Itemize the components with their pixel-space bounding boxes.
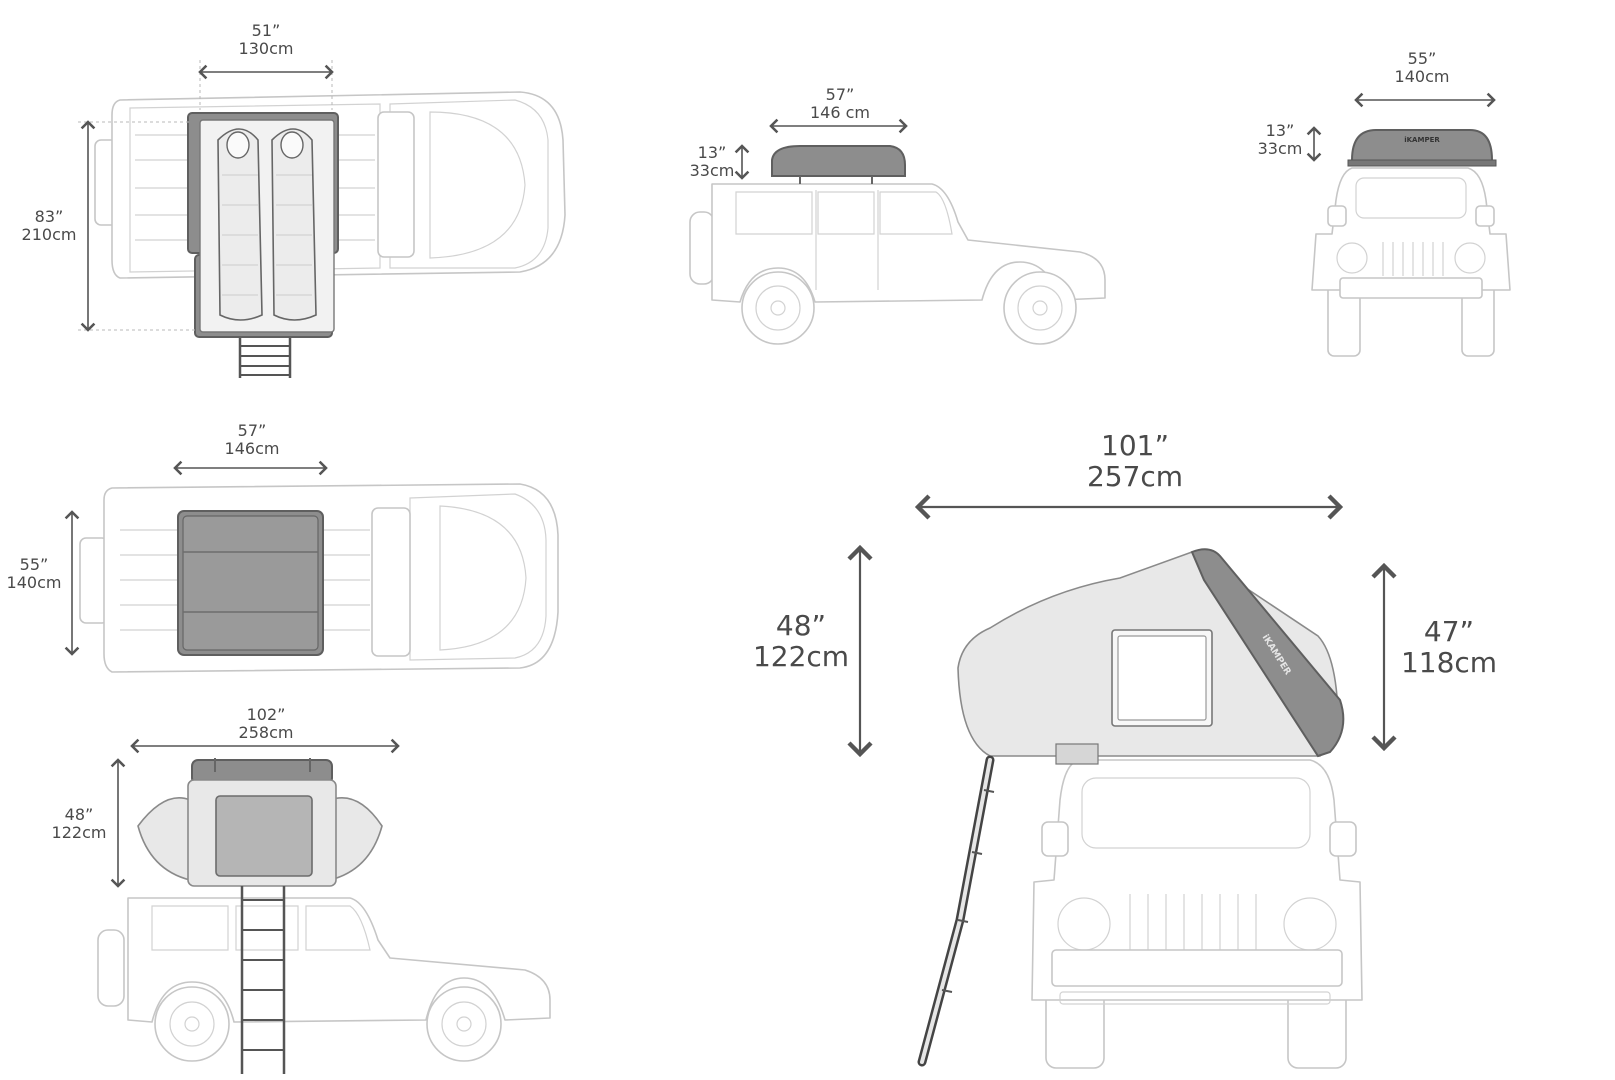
- ladder-top: [238, 338, 292, 378]
- dim-label-front-closed-width: 55” 140cm: [1394, 49, 1450, 86]
- dim-label-front-open-width: 101” 257cm: [1086, 429, 1184, 494]
- dim-label-top-open-width: 51” 130cm: [238, 21, 294, 58]
- dim-label-front-closed-height: 13” 33cm: [1257, 121, 1303, 158]
- vehicle-front-outline: [1311, 167, 1511, 357]
- vehicle-side-outline: [97, 897, 551, 1062]
- side-view-closed: [689, 118, 1106, 345]
- tent-closed-front: [1347, 129, 1497, 167]
- tent-brand-front-closed: iKAMPER: [1404, 136, 1440, 144]
- side-view-open: [97, 738, 551, 1074]
- tent-closed-top: [177, 510, 324, 656]
- dim-label-front-open-height-right: 47” 118cm: [1400, 615, 1498, 680]
- dim-label-top-closed-width: 55” 140cm: [6, 555, 62, 592]
- vehicle-side-outline: [689, 183, 1106, 345]
- dim-label-side-closed-length: 57” 146 cm: [809, 85, 870, 122]
- tent-open-top: [187, 112, 339, 378]
- dim-label-top-closed-length: 57” 146cm: [224, 421, 280, 458]
- dim-label-side-open-height: 48” 122cm: [51, 805, 107, 842]
- front-view-open: [847, 494, 1397, 1069]
- tent-closed-side: [771, 145, 906, 184]
- dim-label-front-open-height-left: 48” 122cm: [752, 609, 850, 674]
- dim-label-side-closed-height: 13” 33cm: [689, 143, 735, 180]
- tent-open-front: [957, 548, 1345, 765]
- ladder-side: [240, 886, 286, 1074]
- top-view-open: [78, 60, 566, 378]
- sleeping-bag-left: [217, 128, 263, 321]
- vehicle-front-outline: [1031, 759, 1363, 1069]
- front-view-closed: [1306, 92, 1511, 357]
- ladder-front: [917, 755, 995, 1067]
- sleeping-bag-right: [271, 128, 317, 321]
- top-view-closed: [64, 460, 559, 673]
- tent-open-side: [137, 758, 383, 887]
- dim-label-side-open-length: 102” 258cm: [238, 705, 294, 742]
- dim-label-top-open-length: 83” 210cm: [21, 207, 77, 244]
